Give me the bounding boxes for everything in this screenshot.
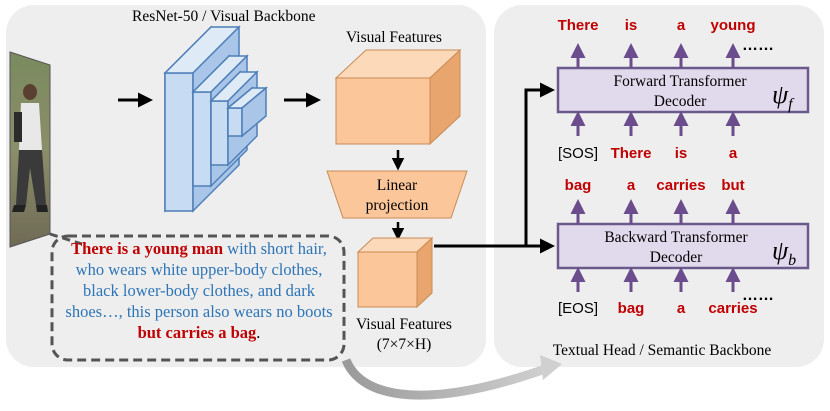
backbone-label: ResNet-50 / Visual Backbone xyxy=(132,8,316,25)
backward-input-token: a xyxy=(677,300,686,317)
visual-features-cube-bottom xyxy=(356,236,434,309)
caption-tail: but carries a bag xyxy=(137,323,257,342)
curved-transfer-arrowhead xyxy=(540,355,562,380)
caption-end: . xyxy=(256,323,261,342)
backward-decoder-line1: Backward Transformer xyxy=(604,229,748,246)
backward-psi-symbol: ψb xyxy=(772,236,796,269)
forward-input-token: There xyxy=(611,145,652,162)
visual-features-label-bottom: Visual Features xyxy=(356,316,452,333)
connector-features-to-decoders xyxy=(434,82,555,248)
image-to-caption-dashed xyxy=(49,232,83,246)
linear-label-line1: Linear xyxy=(377,177,418,194)
visual-features-cube-top xyxy=(334,48,462,146)
textual-head-label: Textual Head / Semantic Backbone xyxy=(553,342,772,359)
forward-input-token: is xyxy=(675,145,688,162)
forward-ellipsis: …… xyxy=(742,37,774,54)
backward-input-token: carries xyxy=(708,300,757,317)
visual-features-label-top: Visual Features xyxy=(346,29,442,46)
caption-text: There is a young man with short hair, wh… xyxy=(58,238,340,343)
backward-output-token: bag xyxy=(565,177,592,194)
decoder-tokens: There is a young [SOS] There is a bag a carries but… xyxy=(558,17,758,317)
caption-box xyxy=(50,234,346,362)
backward-input-token: [EOS] xyxy=(558,300,598,317)
linear-projection-block xyxy=(326,170,468,219)
visual-features-dims: (7×7×H) xyxy=(377,336,432,353)
backward-output-token: but xyxy=(721,177,744,194)
resnet-backbone-blocks xyxy=(163,25,269,213)
caption-lead: There is a young man xyxy=(71,239,224,258)
backward-output-token: carries xyxy=(656,177,705,194)
forward-decoder-line2: Decoder xyxy=(654,93,707,110)
curved-transfer-arrow xyxy=(341,358,550,400)
backward-output-token: a xyxy=(627,177,636,194)
forward-input-token: [SOS] xyxy=(558,145,598,162)
forward-psi-symbol: ψf xyxy=(772,80,795,113)
forward-input-token: a xyxy=(729,145,738,162)
forward-output-token: a xyxy=(677,17,686,34)
backward-decoder-line2: Decoder xyxy=(650,249,703,266)
caption-body: with short hair, who wears white upper-b… xyxy=(65,239,333,321)
forward-output-token: young xyxy=(711,17,756,34)
pedestrian-image xyxy=(9,51,51,248)
backward-decoder-block xyxy=(556,222,810,270)
forward-decoder-block xyxy=(556,66,810,114)
linear-label-line2: projection xyxy=(366,197,429,214)
forward-output-token: There xyxy=(558,17,599,34)
forward-output-token: is xyxy=(625,17,638,34)
forward-decoder-line1: Forward Transformer xyxy=(613,73,747,90)
backward-ellipsis: …… xyxy=(742,287,774,304)
backward-input-token: bag xyxy=(618,300,645,317)
